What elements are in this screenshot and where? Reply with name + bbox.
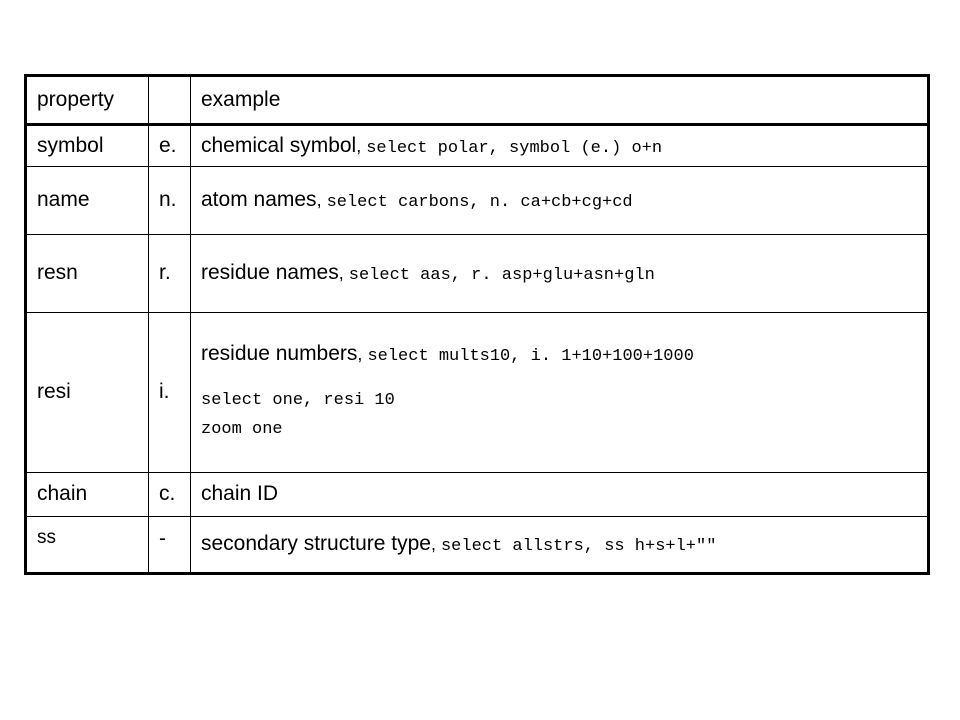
row-abbr: r.	[148, 234, 191, 313]
row-abbr: e.	[148, 124, 191, 167]
example-desc: chain ID	[201, 482, 279, 506]
row-property: resi	[25, 312, 149, 473]
table-row: resn r. residue names, select aas, r. as…	[25, 234, 929, 313]
row-property: resn	[25, 234, 149, 313]
example-extra-line: select one, resi 10	[201, 390, 395, 410]
table-row: chain c. chain ID	[25, 472, 929, 517]
row-abbr: i.	[148, 312, 191, 473]
row-abbr: n.	[148, 166, 191, 235]
table-header-row: property example	[25, 75, 929, 126]
example-desc: chemical symbol	[201, 133, 357, 157]
header-abbr	[148, 75, 191, 126]
row-example: chain ID	[190, 472, 929, 517]
row-property: ss	[25, 516, 149, 574]
row-property: name	[25, 166, 149, 235]
example-sep: ,	[430, 534, 441, 555]
row-example: atom names, select carbons, n. ca+cb+cg+…	[190, 166, 929, 235]
example-line: residue numbers, select mults10, i. 1+10…	[201, 342, 927, 367]
table-row: resi i. residue numbers, select mults10,…	[25, 312, 929, 473]
example-code: select carbons, n. ca+cb+cg+cd	[326, 193, 633, 213]
table-row: symbol e. chemical symbol, select polar,…	[25, 124, 929, 167]
row-example: residue numbers, select mults10, i. 1+10…	[190, 312, 929, 473]
example-desc: secondary structure type	[201, 532, 431, 556]
example-sep: ,	[316, 190, 327, 211]
header-example: example	[190, 75, 929, 126]
example-desc: atom names	[201, 188, 317, 212]
row-property: symbol	[25, 124, 149, 167]
row-abbr: c.	[148, 472, 191, 517]
example-sep: ,	[356, 135, 367, 156]
row-example: chemical symbol, select polar, symbol (e…	[190, 124, 929, 167]
row-example: residue names, select aas, r. asp+glu+as…	[190, 234, 929, 313]
row-example: secondary structure type, select allstrs…	[190, 516, 929, 574]
table-row: ss - secondary structure type, select al…	[25, 516, 929, 574]
example-code: select mults10, i. 1+10+100+1000	[367, 347, 694, 367]
example-code: select allstrs, ss h+s+l+""	[440, 537, 717, 557]
row-abbr: -	[148, 516, 191, 574]
example-desc: residue numbers	[201, 342, 358, 366]
example-code: select aas, r. asp+glu+asn+gln	[348, 266, 655, 286]
example-desc: residue names	[201, 261, 339, 285]
example-code: select polar, symbol (e.) o+n	[366, 138, 663, 158]
example-extra-line: zoom one	[201, 419, 283, 439]
property-table: property example symbol e. chemical symb…	[24, 74, 930, 575]
row-property: chain	[25, 472, 149, 517]
table-row: name n. atom names, select carbons, n. c…	[25, 166, 929, 235]
example-sep: ,	[338, 263, 349, 284]
example-sep: ,	[357, 344, 368, 365]
header-property: property	[25, 75, 149, 126]
